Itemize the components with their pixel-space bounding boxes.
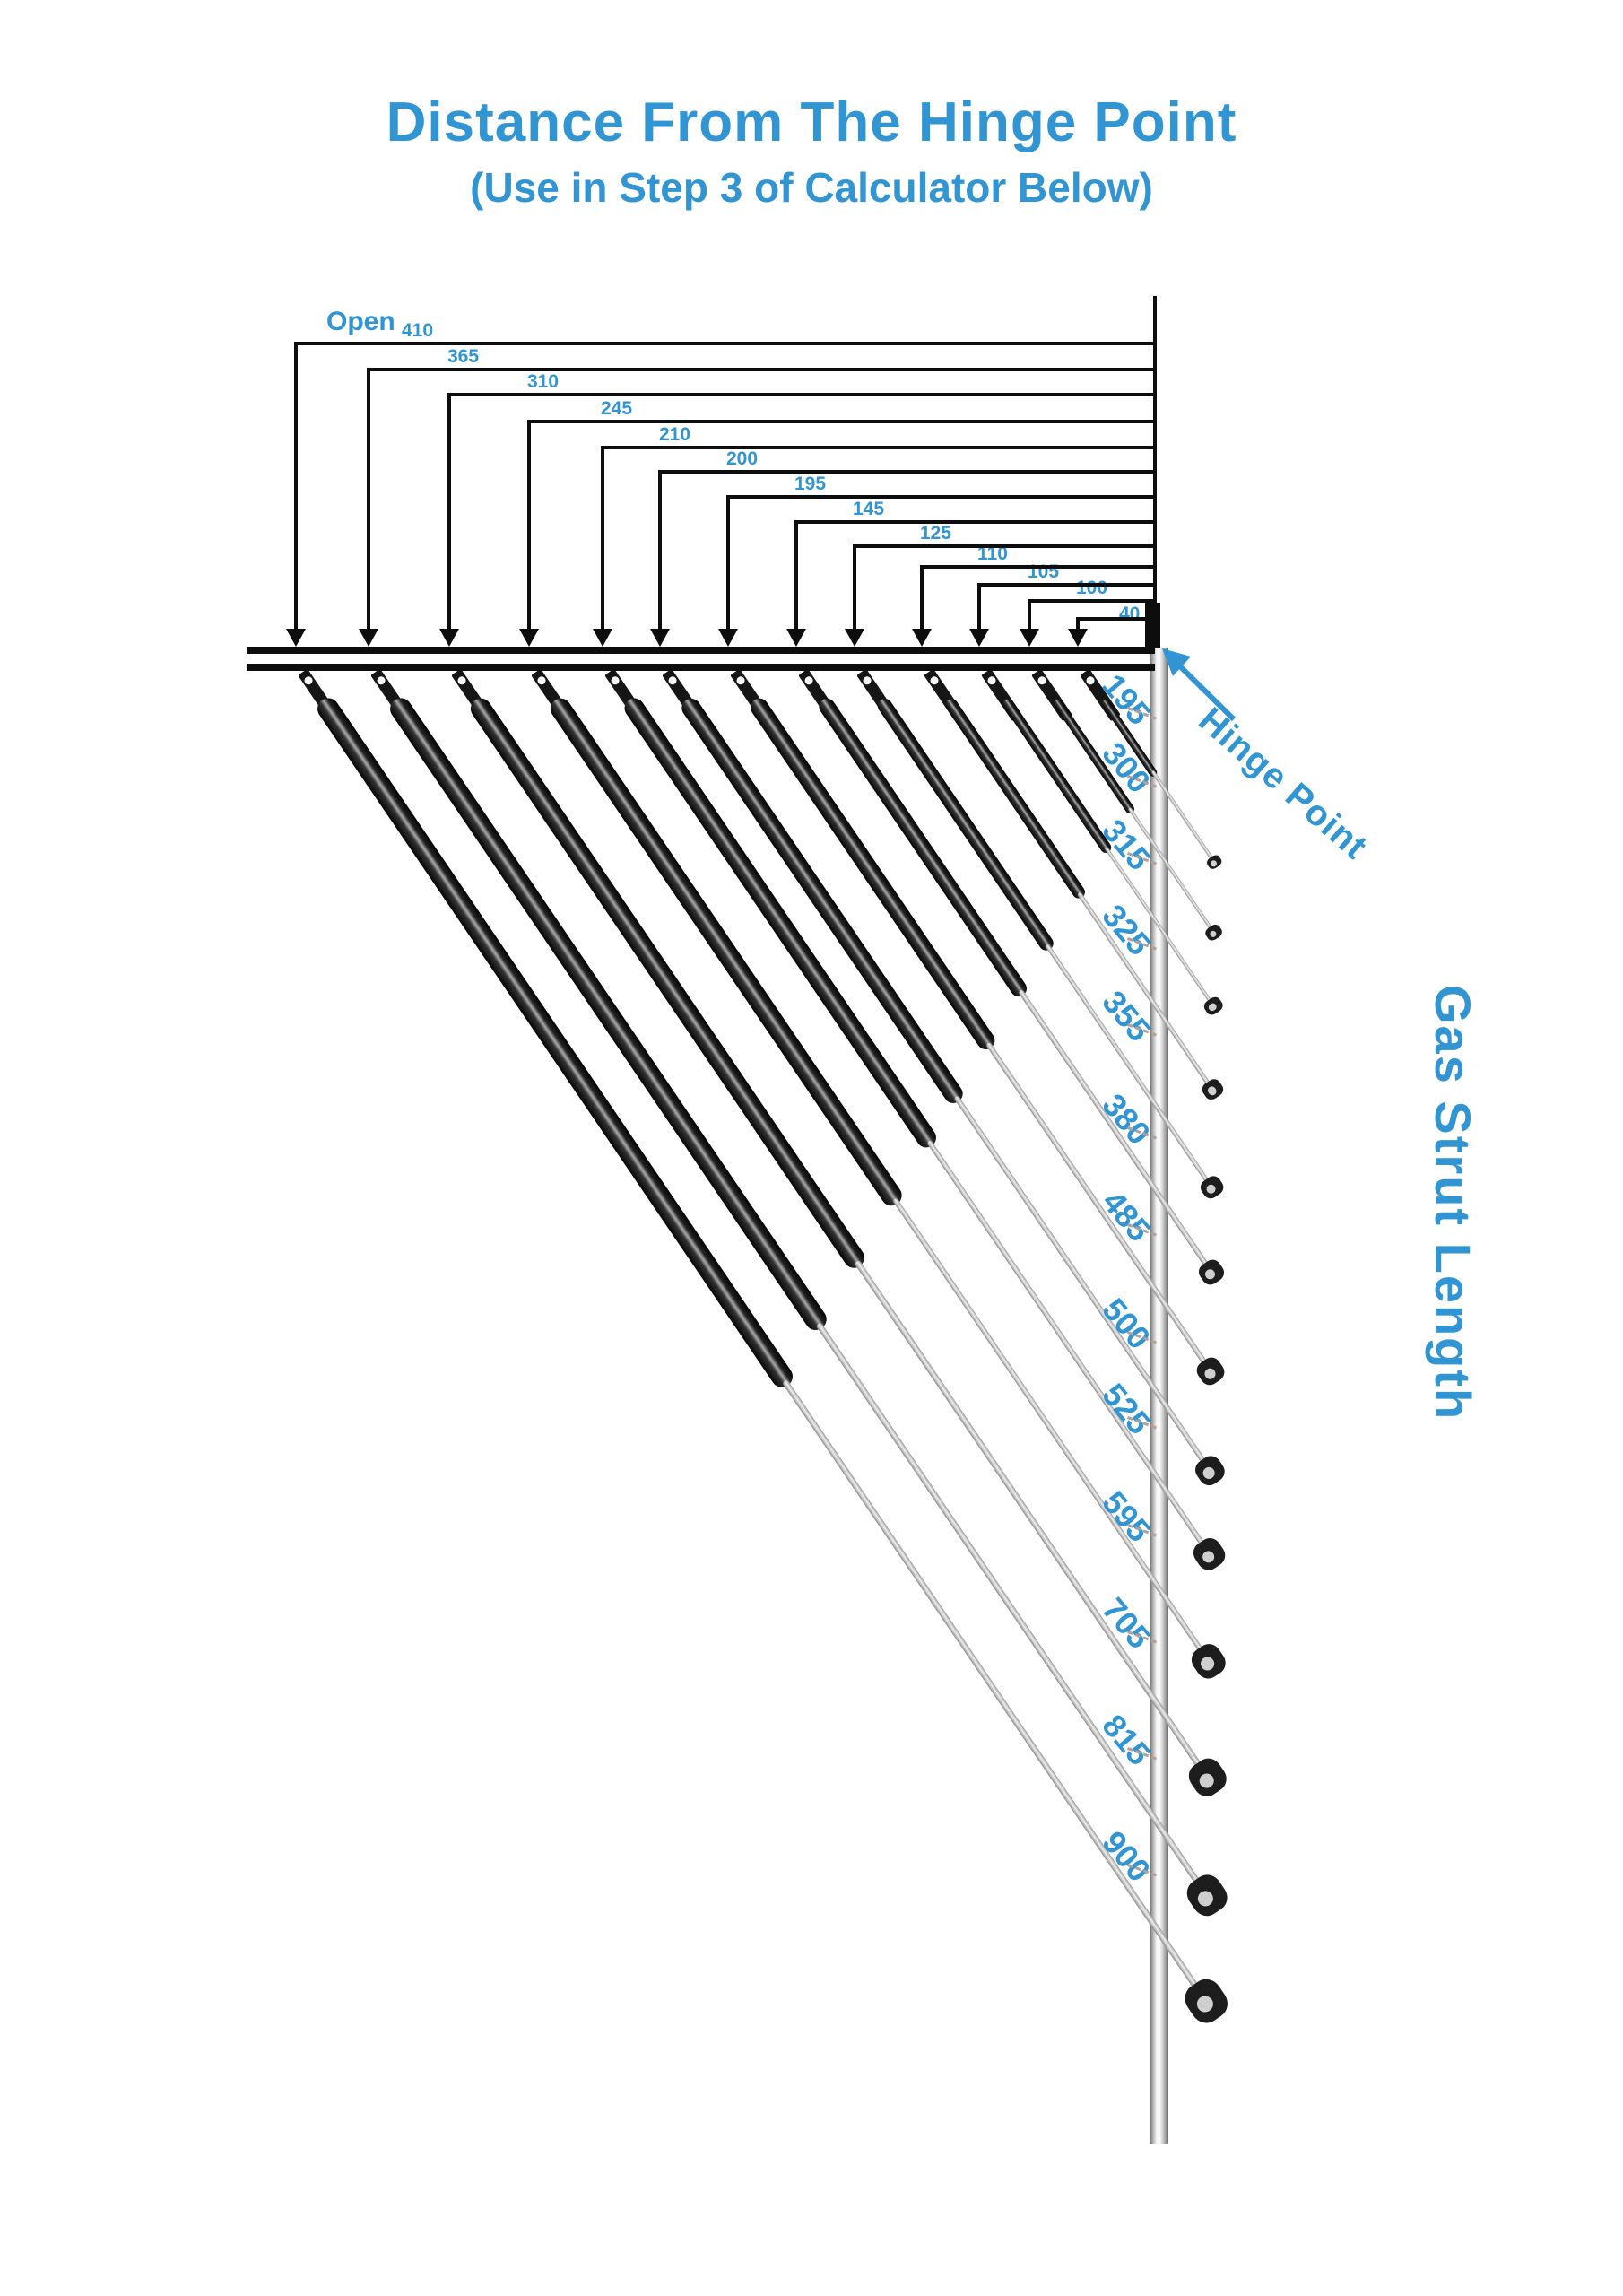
arrowhead-icon [650,629,670,647]
hinge-reference-line [1153,296,1157,648]
distance-label-110: 110 [977,544,1008,564]
bracket-line-310 [449,393,1155,396]
bracket-drop-145 [794,520,798,630]
open-label: Open [326,307,395,336]
arrowhead-icon [593,629,612,647]
distance-label-365: 365 [447,346,480,367]
distance-label-125: 125 [920,523,952,544]
bracket-line-200 [660,470,1155,474]
arrowhead-icon [969,629,989,647]
distance-label-410: 410 [402,320,434,341]
arrowhead-icon [1020,629,1039,647]
bracket-line-410 [296,342,1155,345]
distance-label-310: 310 [527,371,560,392]
strut-rod [926,1139,1213,1558]
bracket-line-40 [1078,617,1155,621]
arrowhead-icon [519,629,539,647]
distance-label-100: 100 [1076,578,1108,598]
arrowhead-icon [718,629,738,647]
bracket-drop-210 [601,446,604,630]
door-bar-bottom-line [247,664,1155,671]
distance-label-145: 145 [853,499,885,519]
arrowhead-icon [286,629,306,647]
distance-label-200: 200 [726,448,759,469]
strut-body [747,694,999,1054]
arrowhead-icon [845,629,864,647]
distance-label-245: 245 [601,398,633,419]
bracket-line-125 [855,544,1155,548]
bracket-line-365 [369,368,1155,371]
bracket-drop-365 [367,368,370,630]
bracket-line-245 [529,420,1155,423]
distance-label-210: 210 [659,424,691,445]
page-subtitle: (Use in Step 3 of Calculator Below) [470,164,1153,211]
bracket-drop-105 [977,583,981,630]
bracket-line-100 [1029,599,1155,603]
distance-label-195: 195 [794,474,827,494]
strut-rod [953,1095,1213,1474]
bracket-drop-245 [527,420,531,630]
bracket-line-105 [979,583,1155,587]
bracket-line-145 [796,520,1155,524]
bracket-drop-100 [1028,599,1031,630]
arrowhead-icon [359,629,378,647]
bracket-line-110 [922,565,1155,569]
gas-strut-length-label: Gas Strut Length [1425,985,1481,1422]
arrowhead-icon [912,629,932,647]
hinge-point-arrow-icon [1162,648,1237,722]
door-bar-top-line [247,647,1155,654]
bracket-drop-110 [920,565,924,630]
bracket-line-210 [603,446,1155,449]
arrowhead-icon [786,629,806,647]
bracket-drop-195 [726,495,730,630]
arrowhead-icon [439,629,459,647]
bracket-drop-40 [1076,617,1080,630]
arrowhead-icon [1068,629,1088,647]
bracket-drop-410 [294,342,298,630]
page-title: Distance From The Hinge Point [386,91,1237,153]
bracket-drop-200 [658,470,662,630]
bracket-drop-125 [853,544,856,630]
bracket-drop-310 [447,393,451,630]
bracket-line-195 [728,495,1155,499]
door-edge-stub [1145,603,1160,648]
